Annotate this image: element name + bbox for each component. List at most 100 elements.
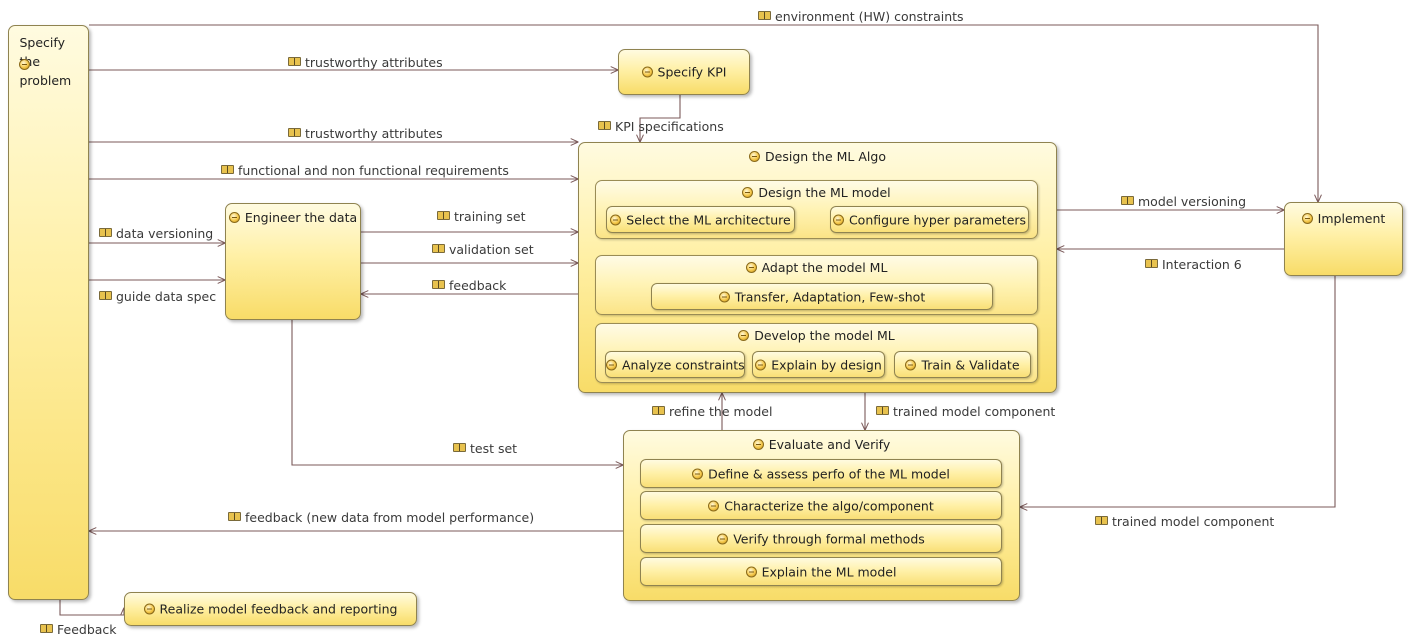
exchange-label-training-set[interactable]: training set: [437, 209, 526, 224]
function-label-explain-design: Explain by design: [771, 357, 882, 372]
function-engineer-data[interactable]: Engineer the data: [225, 203, 361, 320]
function-label-evaluate-verify: Evaluate and Verify: [768, 437, 891, 452]
function-explain-design[interactable]: Explain by design: [752, 351, 885, 378]
functional-exchange-icon: [876, 406, 889, 415]
function-icon: [718, 291, 730, 302]
function-icon: [143, 603, 155, 615]
function-icon: [228, 212, 240, 223]
exchange-label-feedback[interactable]: feedback: [432, 278, 506, 293]
function-label-analyze-constraints: Analyze constraints: [622, 357, 745, 372]
functional-exchange-icon: [432, 280, 445, 289]
connector-test-set: [291, 320, 623, 465]
function-implement[interactable]: Implement: [1284, 202, 1403, 276]
functional-exchange-icon: [99, 228, 112, 237]
function-icon: [905, 359, 917, 370]
exchange-label-trustworthy-1[interactable]: trustworthy attributes: [288, 55, 443, 70]
exchange-label-trustworthy-2[interactable]: trustworthy attributes: [288, 126, 443, 141]
functional-exchange-icon: [288, 57, 301, 66]
exchange-label-env-constraints[interactable]: environment (HW) constraints: [758, 9, 964, 24]
function-label-specify-kpi: Specify KPI: [657, 64, 727, 80]
exchange-label-func-requirements[interactable]: functional and non functional requiremen…: [221, 163, 509, 178]
functional-exchange-icon: [99, 291, 112, 300]
exchange-label-test-set[interactable]: test set: [453, 441, 517, 456]
function-label-engineer-data: Engineer the data: [244, 210, 358, 225]
functional-exchange-icon: [652, 406, 665, 415]
function-evaluate-verify[interactable]: Evaluate and Verify Define & assess perf…: [623, 430, 1020, 601]
function-design-model[interactable]: Design the ML model Select the ML archit…: [595, 180, 1038, 239]
exchange-label-feedback-report[interactable]: Feedback: [40, 622, 117, 637]
function-icon: [745, 262, 757, 273]
function-label-train-validate: Train & Validate: [921, 357, 1020, 372]
function-label-develop-model: Develop the model ML: [754, 328, 895, 343]
function-label-specify-problem: Specify the problem: [19, 35, 72, 88]
function-realize-feedback[interactable]: Realize model feedback and reporting: [124, 592, 417, 626]
function-icon: [738, 330, 750, 341]
function-icon: [19, 59, 30, 70]
exchange-label-feedback-new-data[interactable]: feedback (new data from model performanc…: [228, 510, 534, 525]
functional-exchange-icon: [453, 443, 466, 452]
function-icon: [717, 533, 729, 544]
function-label-configure-hyper: Configure hyper parameters: [848, 212, 1027, 227]
exchange-label-guide-data-spec[interactable]: guide data spec: [99, 289, 216, 304]
exchange-label-data-versioning[interactable]: data versioning: [99, 226, 213, 241]
function-icon: [708, 500, 720, 511]
function-design-algo[interactable]: Design the ML Algo Design the ML model S…: [578, 142, 1057, 393]
function-label-characterize: Characterize the algo/component: [724, 498, 934, 513]
function-develop-model[interactable]: Develop the model ML Analyze constraints…: [595, 323, 1038, 383]
connector-kpi-specs: [640, 95, 681, 142]
exchange-label-trained-component-2[interactable]: trained model component: [1095, 514, 1274, 529]
function-explain-model[interactable]: Explain the ML model: [640, 557, 1002, 586]
function-icon: [692, 468, 704, 479]
functional-exchange-icon: [437, 211, 450, 220]
function-label-realize-feedback: Realize model feedback and reporting: [159, 601, 398, 617]
function-configure-hyper[interactable]: Configure hyper parameters: [830, 206, 1029, 233]
functional-exchange-icon: [288, 128, 301, 137]
function-label-explain-model: Explain the ML model: [761, 564, 897, 579]
function-label-design-algo: Design the ML Algo: [765, 149, 886, 164]
function-icon: [610, 214, 622, 225]
exchange-label-validation-set[interactable]: validation set: [432, 242, 534, 257]
exchange-label-model-versioning[interactable]: model versioning: [1121, 194, 1246, 209]
function-icon: [752, 439, 764, 450]
function-label-transfer-adaptation: Transfer, Adaptation, Few-shot: [734, 289, 926, 304]
function-define-assess[interactable]: Define & assess perfo of the ML model: [640, 459, 1002, 488]
function-label-implement: Implement: [1317, 211, 1386, 226]
function-verify-formal[interactable]: Verify through formal methods: [640, 524, 1002, 553]
function-characterize[interactable]: Characterize the algo/component: [640, 491, 1002, 520]
exchange-label-interaction-6[interactable]: Interaction 6: [1145, 257, 1242, 272]
exchange-label-kpi-specs[interactable]: KPI specifications: [598, 119, 724, 134]
function-analyze-constraints[interactable]: Analyze constraints: [605, 351, 745, 378]
functional-exchange-icon: [758, 11, 771, 20]
function-label-verify-formal: Verify through formal methods: [733, 531, 925, 546]
function-icon: [641, 66, 653, 78]
function-train-validate[interactable]: Train & Validate: [894, 351, 1031, 378]
function-adapt-model[interactable]: Adapt the model ML Transfer, Adaptation,…: [595, 255, 1038, 315]
function-label-adapt-model: Adapt the model ML: [761, 260, 888, 275]
function-select-architecture[interactable]: Select the ML architecture: [606, 206, 795, 233]
functional-exchange-icon: [221, 165, 234, 174]
functional-exchange-icon: [1095, 516, 1108, 525]
function-icon: [745, 566, 757, 577]
function-icon: [606, 359, 617, 370]
function-transfer-adaptation[interactable]: Transfer, Adaptation, Few-shot: [651, 283, 993, 310]
function-icon: [742, 187, 754, 198]
function-label-define-assess: Define & assess perfo of the ML model: [708, 466, 950, 481]
function-icon: [832, 214, 844, 225]
functional-exchange-icon: [432, 244, 445, 253]
function-icon: [755, 359, 767, 370]
function-icon: [1301, 213, 1313, 224]
function-label-select-architecture: Select the ML architecture: [626, 212, 791, 227]
exchange-label-trained-component-1[interactable]: trained model component: [876, 404, 1055, 419]
functional-exchange-icon: [40, 624, 53, 633]
functional-exchange-icon: [228, 512, 241, 521]
function-specify-kpi[interactable]: Specify KPI: [618, 49, 750, 95]
function-specify-problem[interactable]: Specify the problem: [8, 25, 89, 600]
exchange-label-refine-model[interactable]: refine the model: [652, 404, 772, 419]
functional-exchange-icon: [1145, 259, 1158, 268]
functional-exchange-icon: [598, 121, 611, 130]
function-icon: [749, 151, 761, 162]
connector-env-constraints: [89, 24, 1318, 202]
functional-exchange-icon: [1121, 196, 1134, 205]
connector-trained-component-2: [1020, 276, 1336, 507]
